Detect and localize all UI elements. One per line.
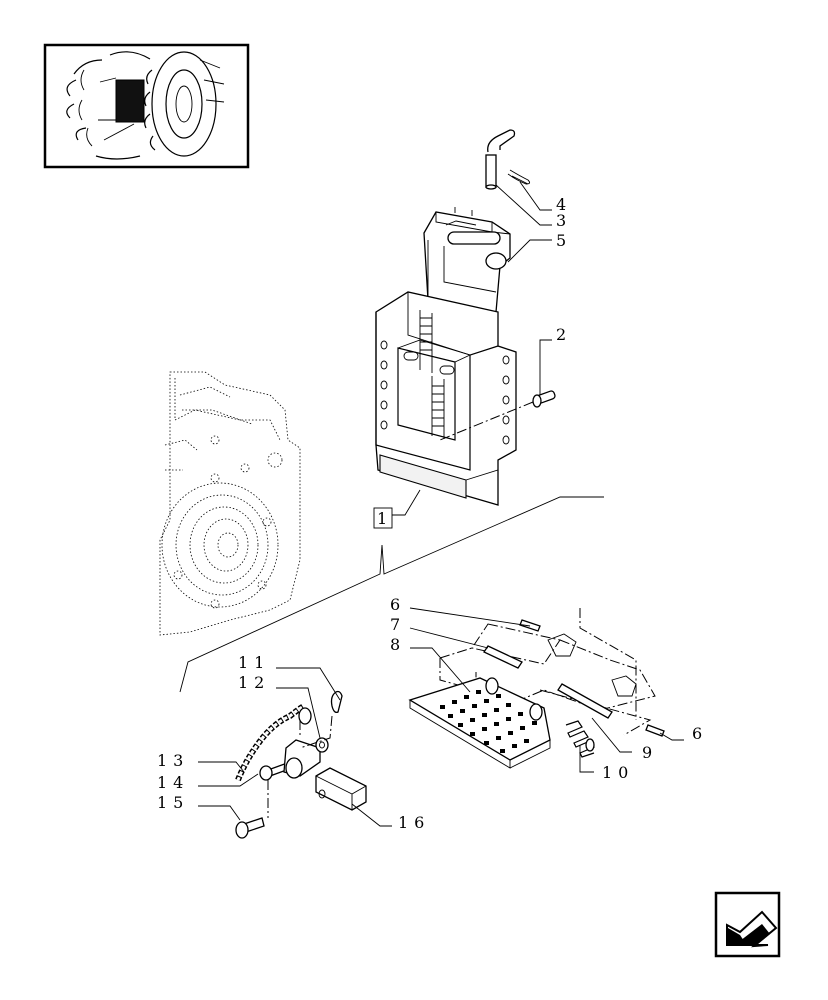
view-divider-line [179, 496, 604, 693]
callout-10: 10 [602, 763, 634, 782]
leader-lines-step [409, 607, 684, 773]
callout-9: 9 [642, 743, 658, 762]
callout-1: 1 [377, 509, 393, 528]
callout-4: 4 [556, 195, 572, 214]
hitch-slide-block [423, 207, 511, 313]
callout-15: 15 [157, 793, 189, 812]
callout-7: 7 [390, 615, 406, 634]
back-arrow-icon[interactable] [714, 891, 781, 958]
tractor-rear-wheel-thumbnail [43, 43, 250, 169]
transmission-housing-outline [159, 371, 301, 636]
alignment-line [299, 715, 333, 749]
leader-lines-chain [198, 667, 392, 827]
spring-clip [507, 169, 531, 185]
washer [315, 737, 329, 753]
cotter-pin [330, 690, 343, 714]
callout-labels: 1 2 3 4 5 6 6 7 8 9 10 11 12 13 14 15 16 [157, 195, 708, 832]
step-pins [483, 619, 665, 737]
callout-2: 2 [556, 325, 572, 344]
callout-11: 11 [238, 653, 270, 672]
locking-pin [485, 129, 516, 190]
callout-5: 5 [556, 231, 572, 250]
callout-3: 3 [556, 211, 572, 230]
callout-8: 8 [390, 635, 406, 654]
callout-6b: 6 [692, 724, 708, 743]
clevis-pin [235, 817, 265, 839]
support-bracket [315, 767, 367, 811]
bolt [532, 390, 556, 408]
coil-spring [565, 720, 595, 758]
callout-14: 14 [157, 773, 189, 792]
alignment-line [439, 401, 534, 441]
callout-13: 13 [157, 751, 189, 770]
step-plate [408, 677, 551, 769]
chain-with-pins [235, 703, 321, 818]
callout-6a: 6 [390, 595, 406, 614]
callout-16: 16 [398, 813, 430, 832]
leader-lines-upper [373, 181, 552, 529]
tow-hitch-frame [375, 291, 517, 506]
callout-12: 12 [238, 673, 270, 692]
